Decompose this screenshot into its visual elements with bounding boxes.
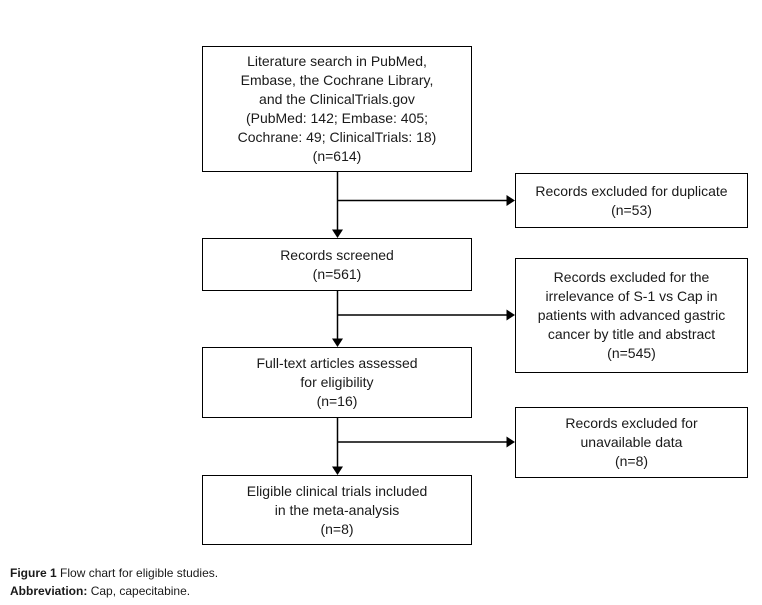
flow-box-records-screened-text: Records screened (n=561) (280, 246, 394, 282)
arrow-search-to-screened (332, 172, 343, 238)
flow-box-eligible-trials-text: Eligible clinical trials included in the… (246, 482, 428, 537)
flow-box-literature-search: Literature search in PubMed, Embase, the… (202, 46, 472, 172)
abbreviation-caption: Abbreviation: Cap, capecitabine. (10, 582, 190, 600)
flow-box-eligible-trials: Eligible clinical trials included in the… (202, 475, 472, 545)
flow-box-fulltext-assessed: Full-text articles assessed for eligibil… (202, 347, 472, 418)
flow-box-records-excluded-unavailable: Records excluded for unavailable data (n… (515, 407, 748, 478)
flow-box-records-excluded-unavailable-text: Records excluded for unavailable data (n… (565, 415, 698, 469)
flow-box-records-excluded-duplicate-text: Records excluded for duplicate (n=53) (535, 182, 728, 218)
arrow-to-excluded-duplicate (337, 195, 515, 206)
abbreviation-caption-text: Cap, capecitabine. (90, 584, 191, 598)
flow-box-records-excluded-irrelevance-text: Records excluded for the irrelevance of … (537, 269, 726, 361)
flow-box-records-excluded-duplicate: Records excluded for duplicate (n=53) (515, 173, 748, 228)
flow-box-records-excluded-irrelevance: Records excluded for the irrelevance of … (515, 258, 748, 373)
arrow-screened-to-fulltext (332, 291, 343, 347)
flow-box-literature-search-text: Literature search in PubMed, Embase, the… (237, 53, 437, 164)
flow-box-fulltext-assessed-text: Full-text articles assessed for eligibil… (256, 355, 418, 409)
flow-box-records-screened: Records screened (n=561) (202, 238, 472, 291)
figure-caption-label: Figure 1 (10, 566, 57, 580)
abbreviation-caption-label: Abbreviation: (10, 584, 88, 598)
figure-caption: Figure 1 Flow chart for eligible studies… (10, 564, 218, 582)
arrow-fulltext-to-eligible (332, 418, 343, 475)
arrow-to-excluded-unavailable (337, 436, 515, 448)
arrow-to-excluded-irrelevance (337, 309, 515, 321)
figure-caption-text: Flow chart for eligible studies. (60, 566, 219, 580)
